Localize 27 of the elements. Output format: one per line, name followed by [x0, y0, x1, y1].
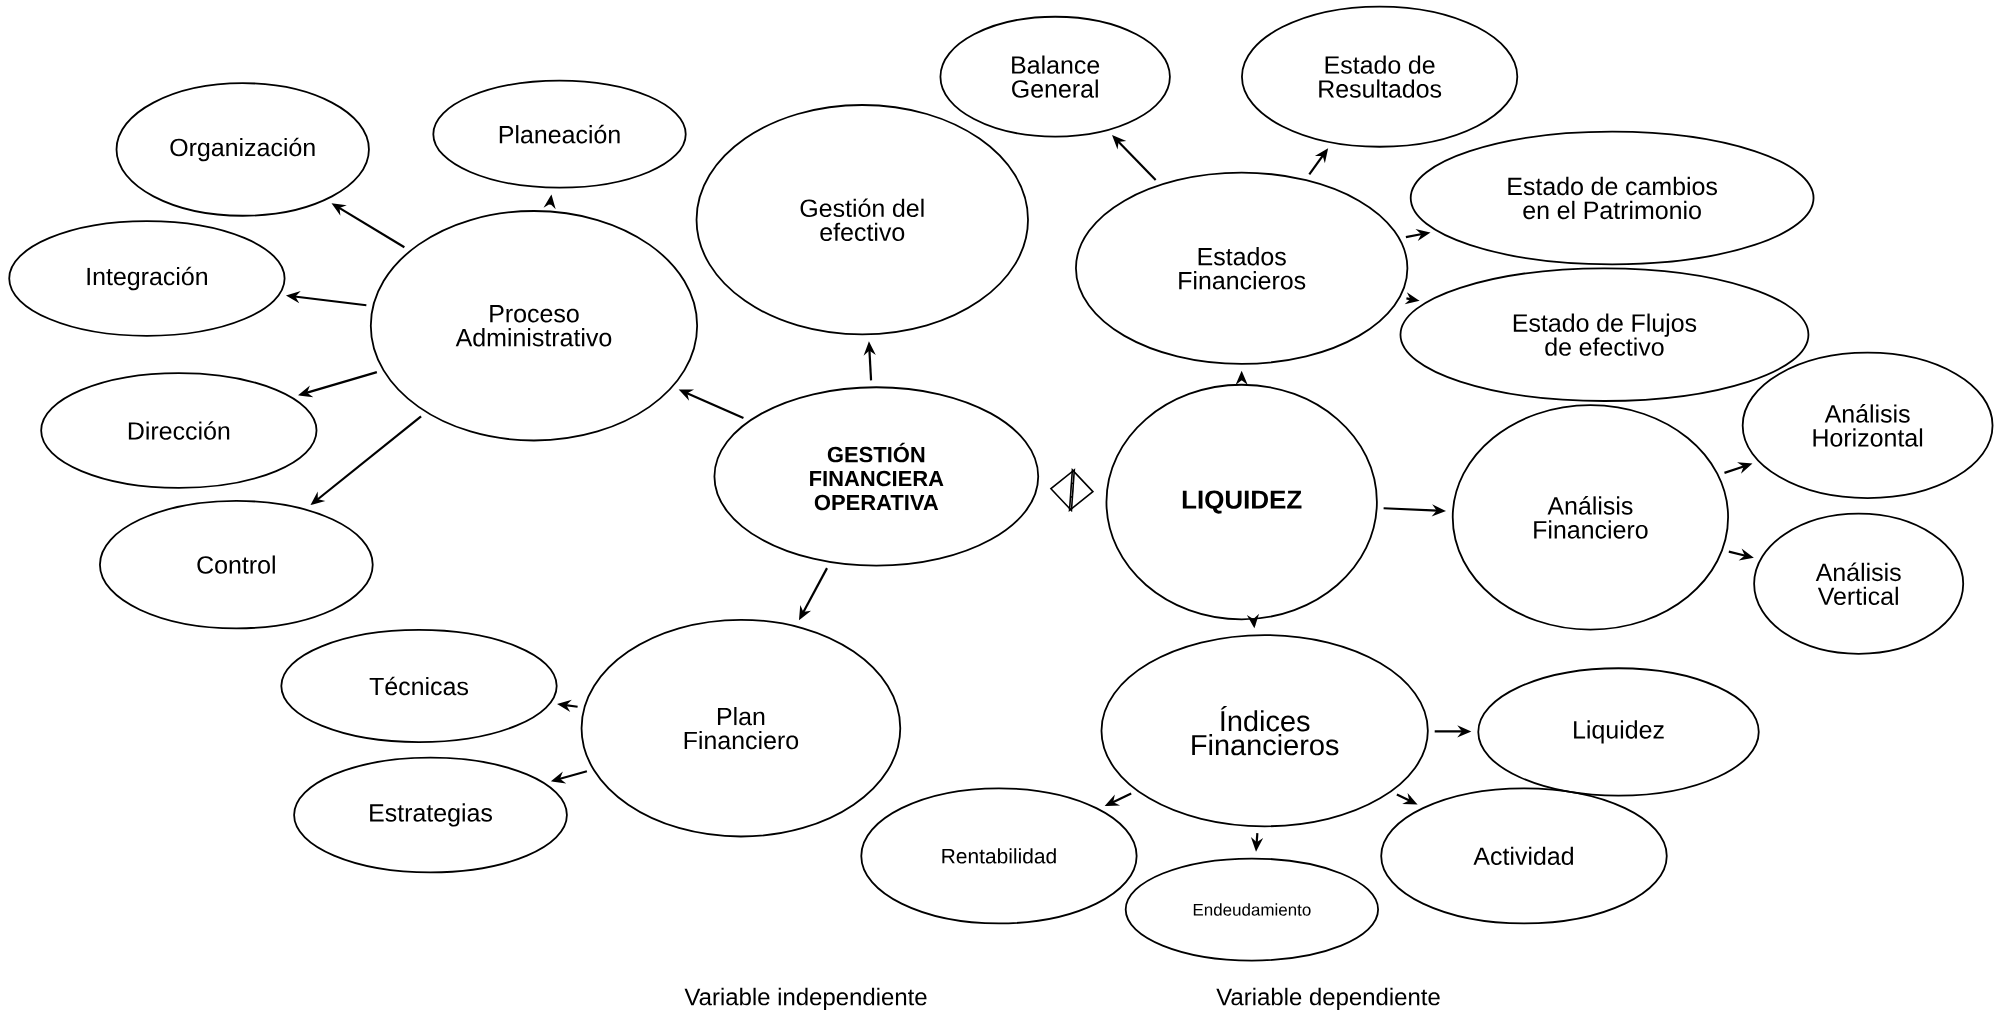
ellipse-node: Estado de Flujos de efectivo — [1399, 267, 1810, 403]
ellipse-node: Actividad — [1380, 787, 1668, 925]
ellipse-node: Estado de cambios en el Patrimonio — [1409, 131, 1815, 266]
ellipse-node: Análisis Vertical — [1753, 513, 1965, 655]
ellipse-node: Análisis Financiero — [1451, 404, 1729, 631]
ellipse-node: Integración — [8, 220, 286, 337]
ellipse-node: Técnicas — [280, 629, 558, 744]
ellipse-node: Rentabilidad — [860, 787, 1138, 925]
caption-text: Variable independiente — [684, 988, 927, 1011]
ellipse-node: Análisis Horizontal — [1741, 352, 1994, 500]
caption-text: Variable dependiente — [1216, 988, 1440, 1011]
ellipse-node: Índices Financieros — [1100, 634, 1429, 828]
ellipse-node: Liquidez — [1477, 667, 1760, 797]
ellipse-node: Dirección — [40, 372, 318, 489]
ellipse-node: Organización — [115, 82, 370, 217]
ellipse-node: Control — [99, 500, 374, 630]
ellipse-node: Planeación — [432, 79, 687, 189]
ellipse-node: Endeudamiento — [1124, 857, 1379, 962]
ellipse-node: LIQUIDEZ — [1105, 384, 1378, 621]
ellipse-node: Estado de Resultados — [1241, 5, 1519, 148]
ellipse-node: Estados Financieros — [1075, 171, 1409, 365]
ellipse-node: Proceso Administrativo — [369, 210, 699, 442]
ellipse-node: Estrategias — [293, 756, 568, 874]
ellipse-node: Plan Financiero — [580, 619, 902, 838]
ellipse-node: Balance General — [939, 16, 1171, 138]
ellipse-node: GESTIÓN FINANCIERA OPERATIVA — [713, 386, 1040, 567]
ellipse-node: Gestión del efectivo — [695, 104, 1029, 336]
